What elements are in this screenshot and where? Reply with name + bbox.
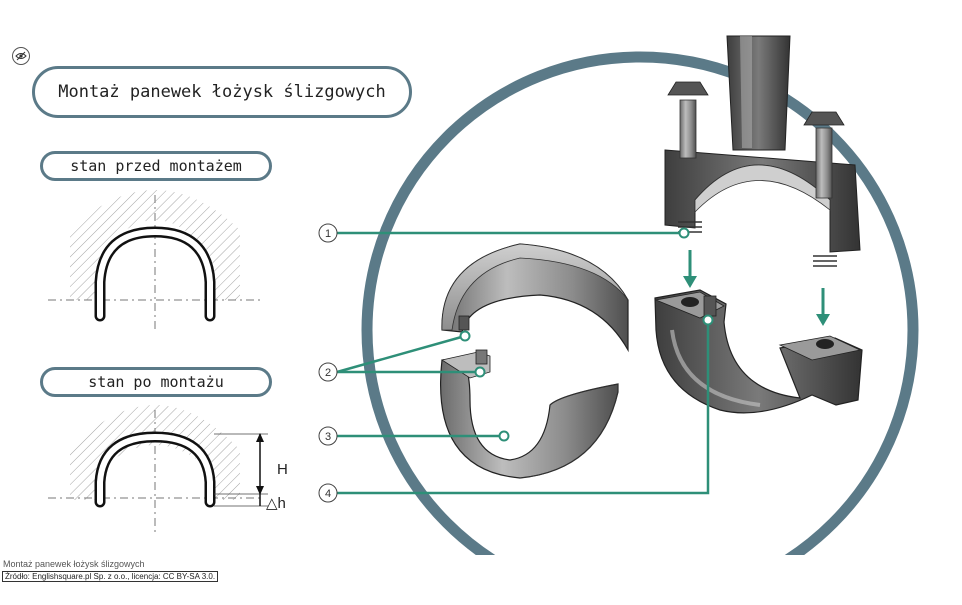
callout-1: 1 [318, 223, 338, 243]
height-dimension-label: H [277, 461, 288, 478]
bearing-shells-pair [440, 243, 629, 479]
rod-cap-with-shell [654, 289, 863, 414]
callout-1-label: 1 [325, 228, 331, 240]
callout-3-label: 3 [325, 431, 331, 443]
after-assembly-label: stan po montażu [40, 367, 272, 397]
connecting-rod [664, 35, 861, 267]
page-title: Montaż panewek łożysk ślizgowych [32, 66, 412, 118]
eye-slash-icon[interactable] [12, 47, 30, 65]
callout-leaders [336, 231, 710, 495]
callout-3: 3 [318, 426, 338, 446]
delta-dimension-label: △h [266, 495, 286, 512]
callout-4-label: 4 [325, 488, 331, 500]
callout-dots [459, 227, 714, 442]
after-assembly-figure [48, 405, 268, 535]
callout-2-label: 2 [325, 367, 331, 379]
assembly-arrows [683, 250, 830, 326]
callout-4: 4 [318, 483, 338, 503]
before-assembly-figure [48, 190, 262, 330]
before-assembly-label: stan przed montażem [40, 151, 272, 181]
image-caption: Montaż panewek łożysk ślizgowych [3, 559, 145, 569]
callout-2: 2 [318, 362, 338, 382]
source-credit-link[interactable]: Źródło: Englishsquare.pl Sp. z o.o., lic… [2, 571, 219, 582]
frame-circle [361, 51, 919, 555]
